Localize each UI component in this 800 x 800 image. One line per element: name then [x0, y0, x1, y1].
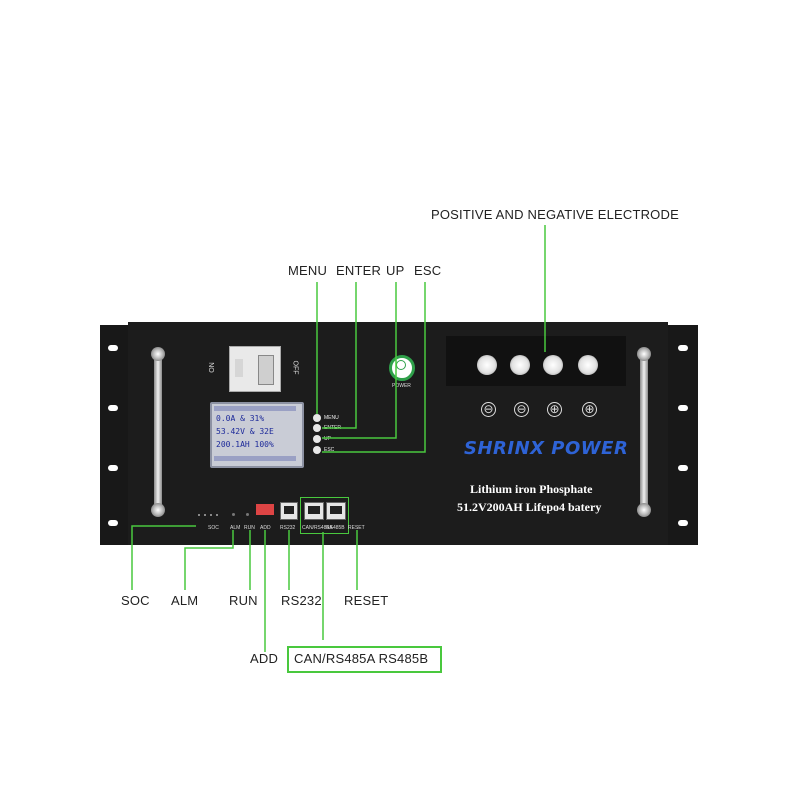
mount-hole — [108, 520, 118, 526]
menu-callout-label: MENU — [288, 263, 328, 278]
alm-callout-line — [184, 530, 234, 590]
esc-callout-line — [322, 282, 426, 453]
esc-button-label: ESC — [324, 447, 335, 453]
esc-callout-label: ESC — [414, 263, 442, 278]
soc-led — [198, 514, 200, 516]
mount-hole — [108, 465, 118, 471]
power-button[interactable] — [389, 355, 415, 381]
soc-led — [204, 514, 206, 516]
up-callout-line — [322, 282, 397, 439]
enter-button[interactable] — [313, 424, 321, 432]
mount-hole — [678, 520, 688, 526]
up-button[interactable] — [313, 435, 321, 443]
left-rack-ear — [100, 325, 130, 545]
electrode-callout-label: POSITIVE AND NEGATIVE ELECTRODE — [431, 207, 679, 222]
breaker-text — [235, 359, 243, 377]
comm-ports-highlight — [300, 497, 349, 534]
handle-screw — [637, 503, 651, 517]
lcd-row-current: 0.0A & 31% — [216, 414, 265, 423]
reset-callout-label: RESET — [344, 593, 389, 608]
add-callout-label: ADD — [250, 651, 279, 666]
left-handle — [154, 352, 162, 514]
lcd-row-voltage: 53.42V & 32E — [216, 427, 274, 436]
lcd-row-capacity: 200.1AH 100% — [216, 440, 274, 449]
enter-callout-label: ENTER — [336, 263, 382, 278]
can-callout-label: CAN/RS485A RS485B — [294, 651, 429, 666]
run-led — [246, 513, 249, 516]
minus-icon: ⊖ — [514, 402, 529, 417]
mount-hole — [108, 405, 118, 411]
soc-callout-line — [131, 525, 196, 590]
rs485b-small-label: RS485B — [326, 525, 345, 531]
positive-terminal[interactable] — [543, 355, 563, 375]
add-dip-switch[interactable] — [256, 504, 274, 515]
mount-hole — [678, 345, 688, 351]
handle-screw — [151, 503, 165, 517]
right-handle — [640, 352, 648, 514]
rs232-small-label: RS232 — [280, 525, 296, 531]
breaker-switch[interactable] — [258, 355, 274, 385]
soc-callout-label: SOC — [121, 593, 150, 608]
menu-button[interactable] — [313, 414, 321, 422]
add-small-label: ADD — [260, 525, 271, 531]
rs485b-port[interactable] — [326, 502, 346, 520]
run-small-label: RUN — [244, 525, 255, 531]
plus-icon: ⊕ — [547, 402, 562, 417]
soc-indicator-leds — [198, 514, 224, 518]
handle-screw — [151, 347, 165, 361]
handle-screw — [637, 347, 651, 361]
negative-terminal[interactable] — [477, 355, 497, 375]
can-small-label: CAN/RS485A — [302, 525, 333, 531]
rs232-callout-label: RS232 — [281, 593, 322, 608]
circuit-breaker[interactable] — [229, 346, 281, 392]
model-line-1: Lithium iron Phosphate — [470, 482, 593, 496]
mount-hole — [678, 465, 688, 471]
reset-small-label: RESET — [348, 525, 365, 531]
can-callout-box — [287, 646, 442, 673]
alm-led — [232, 513, 235, 516]
soc-led — [210, 514, 212, 516]
enter-callout-line — [322, 282, 357, 429]
up-button-label: UP — [324, 436, 331, 442]
positive-terminal[interactable] — [578, 355, 598, 375]
power-label: POWER — [392, 383, 411, 389]
minus-icon: ⊖ — [481, 402, 496, 417]
alm-callout-label: ALM — [171, 593, 199, 608]
lcd-display: 0.0A & 31% 53.42V & 32E 200.1AH 100% — [210, 402, 304, 468]
soc-small-label: SOC — [208, 525, 219, 531]
right-rack-ear — [668, 325, 698, 545]
run-callout-label: RUN — [229, 593, 258, 608]
mount-hole — [108, 345, 118, 351]
rs232-port[interactable] — [280, 502, 298, 520]
negative-terminal[interactable] — [510, 355, 530, 375]
model-line-2: 51.2V200AH Lifepo4 batery — [457, 500, 602, 514]
alm-small-label: ALM — [230, 525, 241, 531]
mount-hole — [678, 405, 688, 411]
esc-button[interactable] — [313, 446, 321, 454]
can-rs485a-port[interactable] — [304, 502, 324, 520]
lcd-footer-bar — [214, 456, 296, 461]
lcd-header-bar — [214, 406, 296, 411]
menu-button-label: MENU — [324, 415, 339, 421]
plus-icon: ⊕ — [582, 402, 597, 417]
soc-led — [216, 514, 218, 516]
up-callout-label: UP — [386, 263, 405, 278]
brand-logo: SHRINX POWER — [464, 438, 629, 459]
